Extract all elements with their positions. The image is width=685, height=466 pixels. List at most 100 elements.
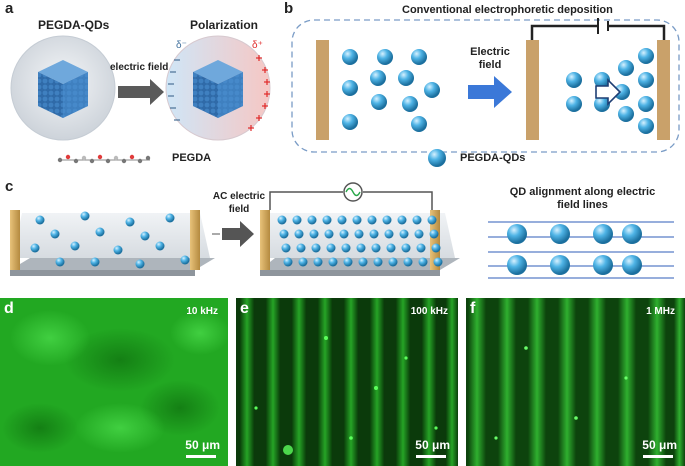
- pegda-molecule: [57, 154, 151, 164]
- delta-plus-label: δ⁺: [252, 40, 263, 51]
- legend-qd-ball: [428, 149, 446, 167]
- field-lines-diagram: [488, 221, 674, 279]
- scale-label-d: 50 μm: [185, 438, 220, 452]
- aligned-qd: [369, 229, 379, 239]
- aligned-qd: [339, 229, 349, 239]
- aligned-qd: [277, 215, 287, 225]
- negative-charges: [168, 59, 180, 121]
- electrode-right-b2: [657, 40, 670, 140]
- aligned-qd: [367, 215, 377, 225]
- aligned-qd: [429, 229, 439, 239]
- frequency-label-f: 1 MHz: [646, 306, 675, 317]
- panel-c-graphic: [10, 182, 674, 279]
- qd-cube-title: PEGDA-QDs: [38, 18, 110, 32]
- field-arrow-label-a: electric field: [110, 62, 169, 73]
- qd-cube-left: [38, 60, 88, 118]
- micrograph-d: d 10 kHz 50 μm: [0, 298, 228, 466]
- aligned-qd: [313, 257, 323, 267]
- positive-charges: [248, 55, 270, 131]
- aligned-qd: [371, 243, 381, 253]
- aligned-qd: [279, 229, 289, 239]
- aligned-qd: [418, 257, 428, 267]
- aligned-qd: [431, 243, 441, 253]
- micrograph-e: e 100 kHz 50 μm: [236, 298, 458, 466]
- aligned-qd: [309, 229, 319, 239]
- aligned-qd: [294, 229, 304, 239]
- electrode-left-b2: [526, 40, 539, 140]
- aligned-qd: [322, 215, 332, 225]
- aligned-qd: [399, 229, 409, 239]
- pegda-label: PEGDA: [172, 152, 212, 164]
- delta-minus-label: δ⁻: [176, 40, 187, 51]
- aligned-qd: [384, 229, 394, 239]
- field-arrow-c: [212, 221, 254, 247]
- aligned-qd: [401, 243, 411, 253]
- field-arrow-label-b: Electric field: [470, 46, 510, 71]
- aligned-qd: [382, 215, 392, 225]
- aligned-qd: [354, 229, 364, 239]
- frequency-label-e: 100 kHz: [410, 306, 448, 317]
- aligned-qd: [296, 243, 306, 253]
- ac-field-label: AC electric field: [212, 191, 266, 215]
- aligned-qd: [298, 257, 308, 267]
- aligned-qd: [388, 257, 398, 267]
- scale-label-f: 50 μm: [642, 438, 677, 452]
- device-random: [10, 210, 215, 276]
- aligned-qd: [283, 257, 293, 267]
- aligned-qd: [352, 215, 362, 225]
- field-arrow-a: [118, 79, 164, 105]
- panel-letter-a: a: [5, 0, 14, 17]
- legend-label-b: PEGDA-QDs: [460, 152, 526, 164]
- aligned-qd: [343, 257, 353, 267]
- panel-letter-b: b: [284, 0, 294, 17]
- scale-bar-f: [643, 455, 673, 458]
- panel-letter-e: e: [240, 300, 249, 317]
- aligned-qd: [412, 215, 422, 225]
- panel-a-graphic: [10, 35, 271, 164]
- field-arrow-b: [468, 76, 512, 108]
- aligned-qd: [281, 243, 291, 253]
- aligned-qd: [397, 215, 407, 225]
- micrograph-e-texture: [236, 298, 458, 466]
- aligned-qd: [341, 243, 351, 253]
- aligned-qd: [403, 257, 413, 267]
- circuit-wire-b: [530, 24, 598, 40]
- micrograph-f: f 1 MHz 50 μm: [466, 298, 685, 466]
- panel-c: c: [0, 178, 685, 290]
- alignment-title: QD alignment along electric field lines: [509, 186, 656, 211]
- micrograph-d-texture: [0, 298, 228, 466]
- aligned-qd: [416, 243, 426, 253]
- polarization-title: Polarization: [190, 18, 259, 32]
- qd-cube-right: [193, 60, 243, 118]
- panel-letter-d: d: [4, 300, 14, 317]
- aligned-qd: [427, 215, 437, 225]
- aligned-qd: [311, 243, 321, 253]
- aligned-qd: [307, 215, 317, 225]
- qd-deposit-b2: [566, 48, 654, 134]
- aligned-qd: [324, 229, 334, 239]
- aligned-qd: [356, 243, 366, 253]
- aligned-qd: [358, 257, 368, 267]
- scale-bar-d: [186, 455, 216, 458]
- panel-b-title: Conventional electrophoretic deposition: [402, 4, 613, 16]
- aligned-qd: [414, 229, 424, 239]
- migration-arrow: [595, 78, 622, 106]
- panel-b-graphic: [291, 18, 680, 167]
- frequency-label-d: 10 kHz: [186, 306, 218, 317]
- panel-letter-f: f: [470, 300, 476, 317]
- dashed-border: [291, 19, 680, 153]
- aligned-qd: [292, 215, 302, 225]
- scale-bar-e: [416, 455, 446, 458]
- aligned-qd: [386, 243, 396, 253]
- aligned-qd: [328, 257, 338, 267]
- aligned-qd: [433, 257, 443, 267]
- electrode-left-b1: [316, 40, 329, 140]
- aligned-qd: [373, 257, 383, 267]
- panel-letter-c: c: [5, 178, 14, 195]
- panel-a: a PEGDA-QDs Polarization: [0, 0, 275, 175]
- qd-scatter-b1: [342, 49, 440, 132]
- scale-label-e: 50 μm: [415, 438, 450, 452]
- device-aligned: [260, 182, 460, 276]
- ac-wire: [269, 191, 343, 210]
- micrograph-f-texture: [466, 298, 685, 466]
